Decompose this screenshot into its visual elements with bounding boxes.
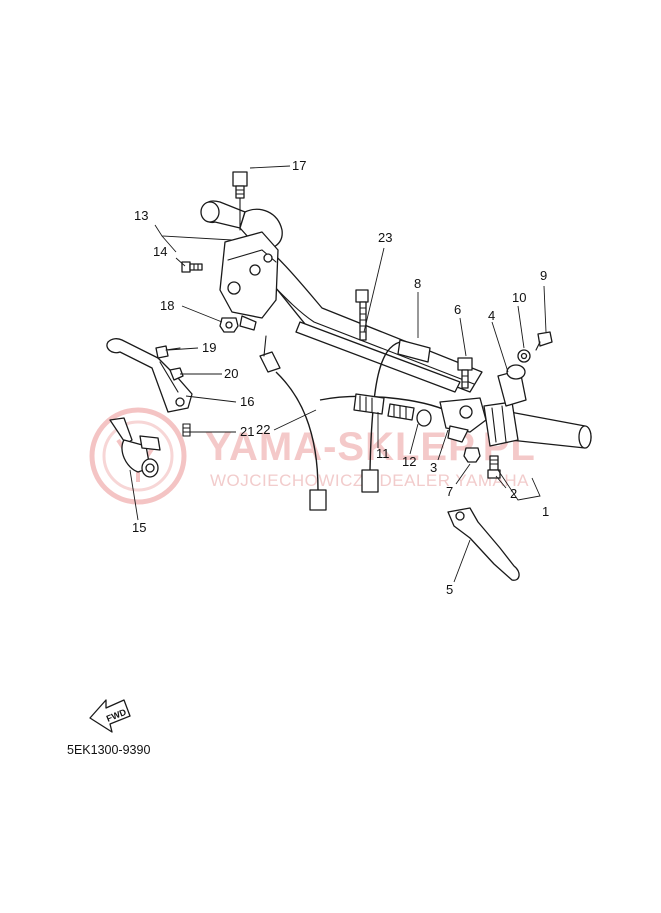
bolt-17 [232, 171, 248, 231]
bolt-2-lower [487, 455, 501, 479]
callout-17: 17 [292, 158, 306, 173]
callout-10: 10 [512, 290, 526, 305]
washer-10 [517, 349, 531, 363]
cable-22 [259, 335, 327, 511]
spring-21 [182, 423, 191, 437]
screw-14 [181, 261, 203, 273]
leader-lines [129, 165, 547, 583]
clutch-cable [319, 339, 451, 493]
callout-12: 12 [402, 454, 416, 469]
callout-15: 15 [132, 520, 146, 535]
adjuster-11-12 [387, 403, 432, 427]
callout-3: 3 [430, 460, 437, 475]
nut-18 [219, 317, 239, 333]
callout-9: 9 [540, 268, 547, 283]
nut-20 [169, 367, 184, 381]
callout-6: 6 [454, 302, 461, 317]
callout-11: 11 [376, 446, 390, 461]
callout-labels: 17 13 14 18 19 20 16 21 15 22 23 8 11 12… [132, 158, 549, 597]
callout-1: 1 [542, 504, 549, 519]
callout-20: 20 [224, 366, 238, 381]
left-switch-assembly [219, 231, 279, 331]
lever-holder-15 [109, 417, 161, 478]
cable-tie-23 [355, 289, 369, 341]
callout-13: 13 [134, 208, 148, 223]
callout-7: 7 [446, 484, 453, 499]
callout-14: 14 [153, 244, 167, 259]
fwd-arrow-badge: FWD [89, 699, 131, 733]
bolt-19 [155, 345, 181, 359]
left-lever [106, 338, 193, 413]
callout-16: 16 [240, 394, 254, 409]
watermark-logo-ring [89, 407, 187, 505]
drawing-code: 5EK1300-9390 [67, 743, 150, 757]
nut-7 [463, 447, 481, 463]
callout-22: 22 [256, 422, 270, 437]
callout-19: 19 [202, 340, 216, 355]
right-perch-assembly [439, 364, 527, 447]
screw-9 [535, 331, 553, 351]
callout-5: 5 [446, 582, 453, 597]
callout-23: 23 [378, 230, 392, 245]
callout-21: 21 [240, 424, 254, 439]
callout-4: 4 [488, 308, 495, 323]
callout-8: 8 [414, 276, 421, 291]
right-lever-5 [447, 507, 520, 581]
watermark-logo-inner [102, 420, 174, 492]
bolt-6 [457, 357, 473, 389]
callout-18: 18 [160, 298, 174, 313]
callout-2: 2 [510, 486, 517, 501]
